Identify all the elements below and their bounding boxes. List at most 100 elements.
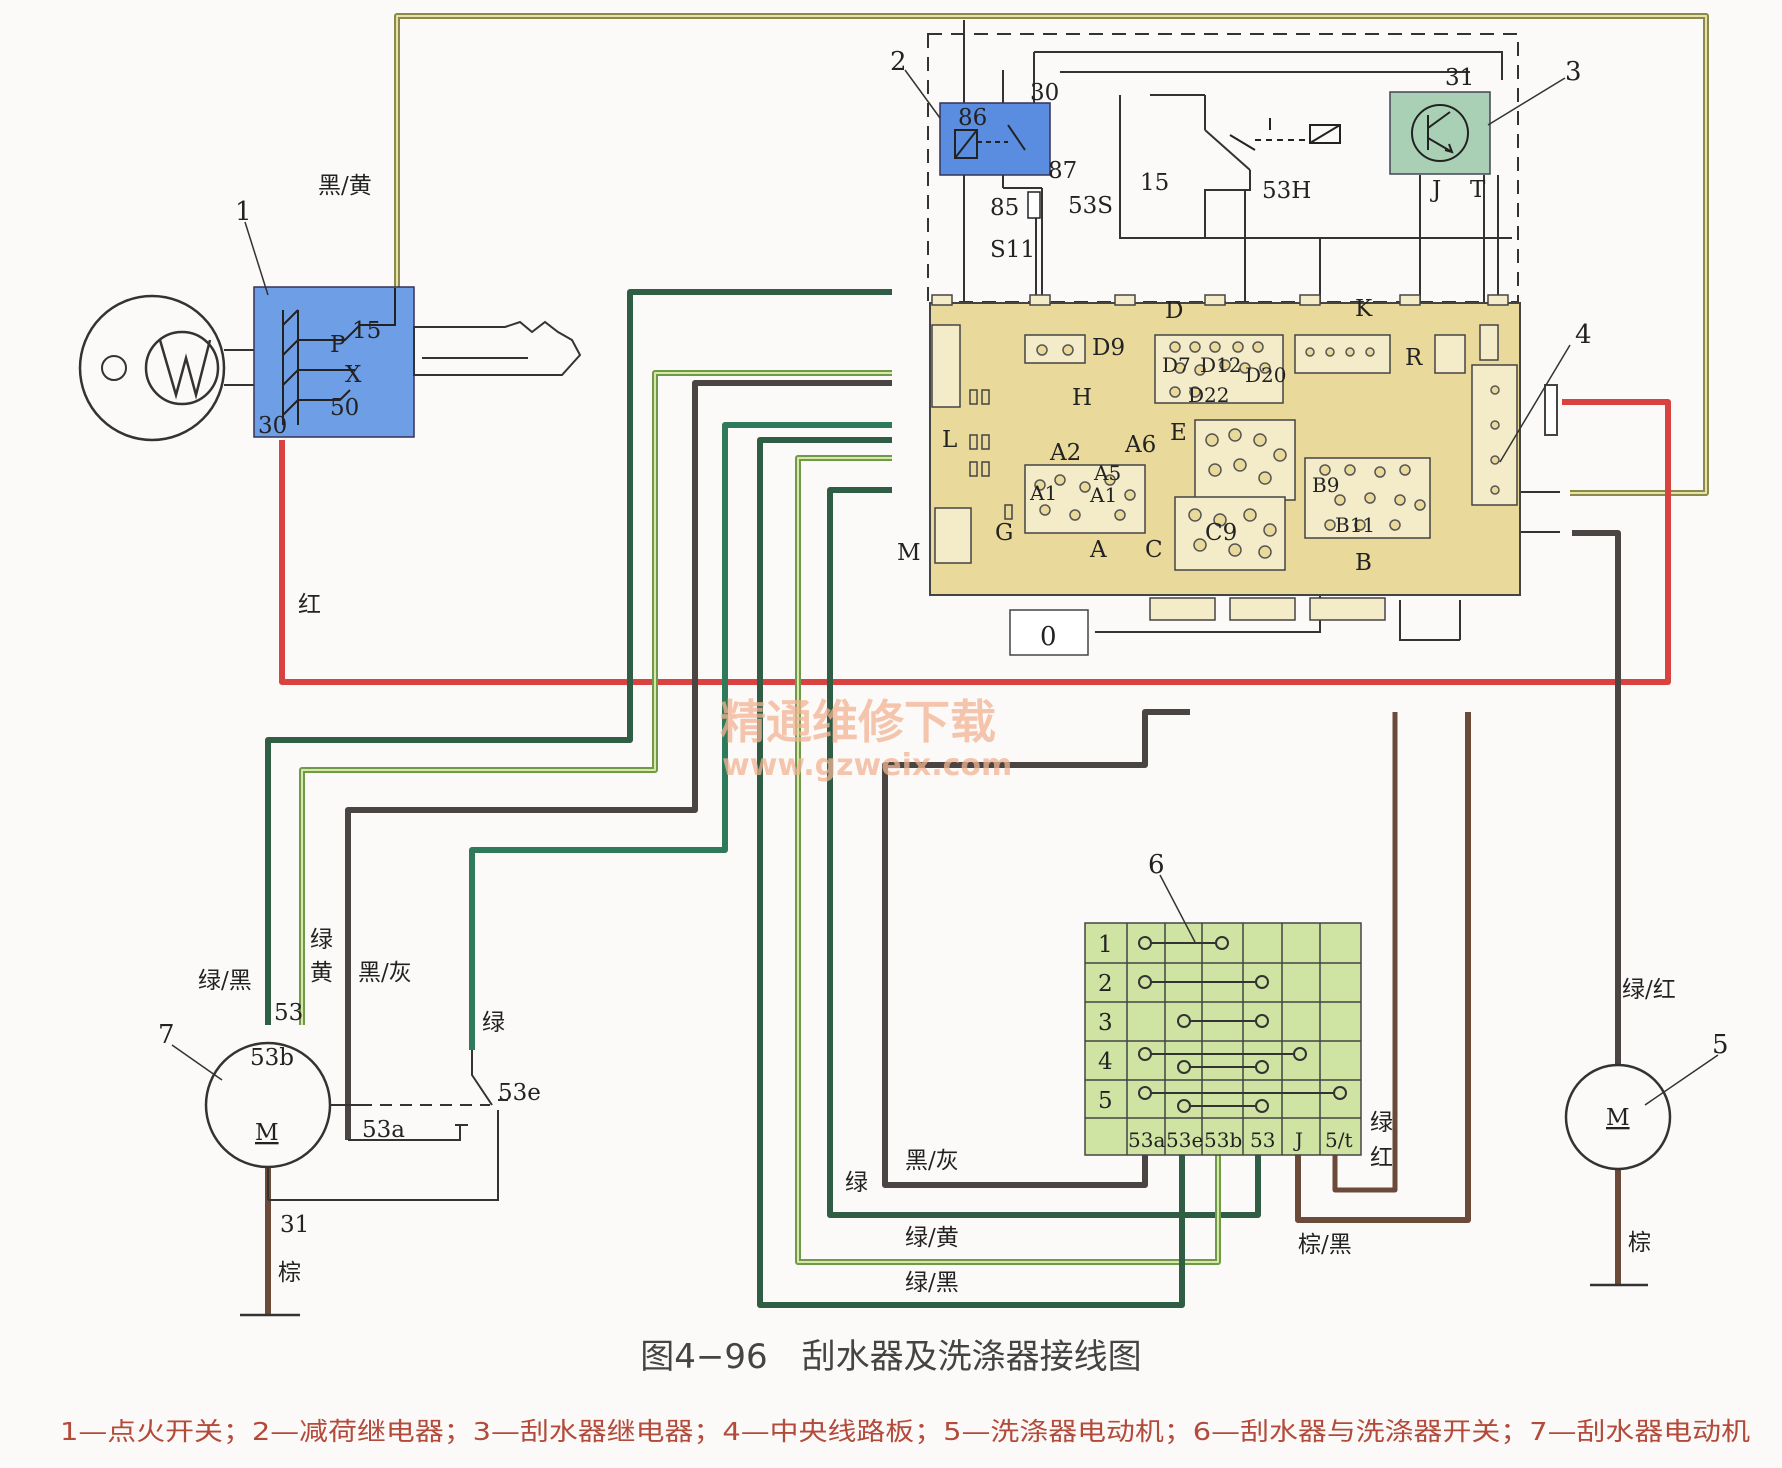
callout-2: 2 <box>890 47 907 77</box>
board-label-c: C <box>1145 537 1163 563</box>
ignition-key <box>413 320 582 376</box>
switch6-col-j: J <box>1293 1128 1303 1152</box>
wire-green <box>469 422 892 1050</box>
callout-3: 3 <box>1565 57 1582 87</box>
relay3-t: T <box>1470 177 1486 203</box>
terminal-53s: 53S <box>1068 193 1113 219</box>
board-label-k: K <box>1355 296 1373 322</box>
callout-4: 4 <box>1575 320 1592 350</box>
relay2-t87: 87 <box>1048 158 1077 184</box>
ignition-t50: 50 <box>330 395 359 421</box>
label-brown-right: 棕 <box>1628 1230 1651 1256</box>
figure-legend: 1—点火开关；2—减荷继电器；3—刮水器继电器；4—中央线路板；5—洗涤器电动机… <box>60 1417 1750 1446</box>
relay2-t30: 30 <box>1030 80 1059 106</box>
label-black-yellow: 黑/黄 <box>318 173 372 199</box>
motor7-m: M <box>255 1120 279 1146</box>
terminal-s11: S11 <box>990 237 1035 263</box>
board-label-a6: A6 <box>1124 432 1156 458</box>
board-label-l: L <box>942 427 957 453</box>
terminal-53h: 53H <box>1262 178 1311 204</box>
label-green-red: 绿/红 <box>1622 977 1676 1003</box>
motor5-m: M <box>1606 1105 1630 1131</box>
switch6-col-53b: 53b <box>1204 1128 1242 1152</box>
label-red: 红 <box>298 592 321 618</box>
relay3-t31: 31 <box>1445 65 1474 91</box>
ignition-x: X <box>345 362 362 388</box>
switch6-col-53a: 53a <box>1128 1128 1165 1152</box>
board-label-e: E <box>1170 420 1187 446</box>
terminal-15: 15 <box>1140 170 1169 196</box>
relay-3: 31 J T <box>1229 65 1491 203</box>
board-label-a5: A5 <box>1093 461 1121 485</box>
switch6-row-5: 5 <box>1098 1088 1113 1114</box>
board-label-d9: D9 <box>1092 335 1125 361</box>
label-brown: 棕 <box>278 1260 301 1286</box>
motor7-53: 53 <box>274 1000 303 1026</box>
board-label-b9: B9 <box>1312 473 1339 497</box>
board-label-d12: D12 <box>1200 353 1241 377</box>
switch6-row-4: 4 <box>1098 1049 1113 1075</box>
label-green-black: 绿/黑 <box>198 968 252 994</box>
central-board: D K D9 D7 D12 D20 D22 R H L E A2 A6 A5 A… <box>897 294 1521 656</box>
label-black-gray: 黑/灰 <box>358 960 412 986</box>
wire-green-b <box>827 487 1261 1218</box>
wiper-washer-switch: 1 2 3 4 5 53a 53e 53b 53 J 5/t <box>1084 922 1362 1156</box>
callout-1: 1 <box>235 197 252 227</box>
board-label-d: D <box>1165 298 1183 324</box>
wire-labels: 黑/黄 红 绿/黑 绿 黄 黑/灰 绿 棕 绿/红 棕 黑/灰 绿 绿/黄 绿/… <box>198 173 1676 1296</box>
board-label-r: R <box>1405 345 1423 371</box>
switch6-col-53e: 53e <box>1166 1128 1203 1152</box>
ignition-t30: 30 <box>258 413 287 439</box>
board-label-d20: D20 <box>1245 363 1286 387</box>
motor7-53b: 53b <box>250 1045 294 1071</box>
relay2-t86: 86 <box>958 105 987 131</box>
ignition-p: P <box>330 332 345 358</box>
watermark-url: www.gzweix.com <box>722 748 1012 783</box>
wire-green-red-sw <box>1332 712 1398 1193</box>
label-green-red-sw-2: 红 <box>1370 1145 1393 1171</box>
board-label-b: B <box>1355 550 1372 576</box>
board-label-a2: A2 <box>1049 440 1081 466</box>
label-green-yellow-2: 黄 <box>310 960 333 986</box>
wire-black-gray-b <box>882 709 1190 1188</box>
wire-brown-black <box>1295 712 1471 1223</box>
board-label-a: A <box>1089 537 1107 563</box>
figure-caption: 图4−96 刮水器及洗涤器接线图 <box>640 1337 1141 1377</box>
motor7-31: 31 <box>280 1212 309 1238</box>
motor7-53a: 53a <box>362 1117 405 1143</box>
switch6-row-2: 2 <box>1098 971 1113 997</box>
relay-2: 86 30 87 85 <box>939 80 1077 221</box>
board-label-d22: D22 <box>1188 383 1229 407</box>
wire-green-black-b <box>757 437 1185 1308</box>
board-label-a1b: A1 <box>1089 483 1117 507</box>
relay3-j: J <box>1430 177 1441 203</box>
board-label-b11: B11 <box>1335 513 1375 537</box>
label-green-b: 绿 <box>845 1170 868 1196</box>
label-green-yellow-b: 绿/黄 <box>905 1225 959 1251</box>
wire-red <box>279 399 1671 685</box>
relay2-t85: 85 <box>990 195 1019 221</box>
board-label-m: M <box>897 540 921 566</box>
wire-green-black <box>265 289 892 1025</box>
board-label-zero: 0 <box>1040 622 1057 652</box>
switch6-row-1: 1 <box>1098 932 1113 958</box>
board-plug <box>1544 384 1558 436</box>
relay2-fuse <box>1027 191 1041 219</box>
board-label-g: G <box>995 520 1013 546</box>
board-label-h: H <box>1072 385 1092 411</box>
label-black-gray-b: 黑/灰 <box>905 1148 959 1174</box>
label-brown-black: 棕/黑 <box>1298 1232 1352 1258</box>
switch6-col-53: 53 <box>1250 1128 1275 1152</box>
board-label-d7: D7 <box>1162 353 1191 377</box>
label-green-red-sw-1: 绿 <box>1370 1110 1393 1136</box>
washer-motor: M <box>1564 1063 1672 1287</box>
ignition-t15: 15 <box>352 318 381 344</box>
board-label-c9: C9 <box>1205 520 1237 546</box>
wire-black-gray <box>345 380 892 1140</box>
switch6-col-5t: 5/t <box>1325 1128 1353 1152</box>
wiper-motor: 53b M 53 53a 53e 31 <box>204 1000 541 1317</box>
ignition-switch: 15 P X 50 30 <box>78 286 582 442</box>
board-label-a1: A1 <box>1029 481 1057 505</box>
